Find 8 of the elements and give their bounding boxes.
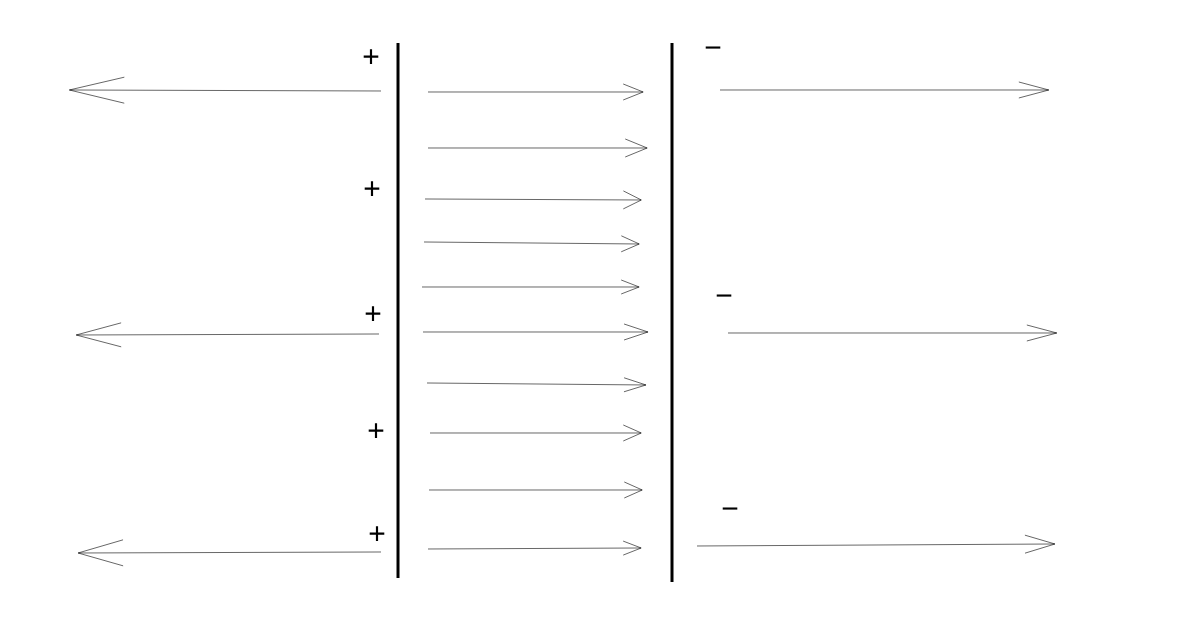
charge-sign: + xyxy=(363,49,379,64)
charge-sign: + xyxy=(368,423,384,438)
charge-sign: − xyxy=(705,46,721,49)
charge-sign: + xyxy=(364,181,380,196)
charge-sign: + xyxy=(365,306,381,321)
charge-sign: − xyxy=(716,294,732,297)
charge-sign: − xyxy=(722,507,738,510)
charge-sign: + xyxy=(369,526,385,541)
